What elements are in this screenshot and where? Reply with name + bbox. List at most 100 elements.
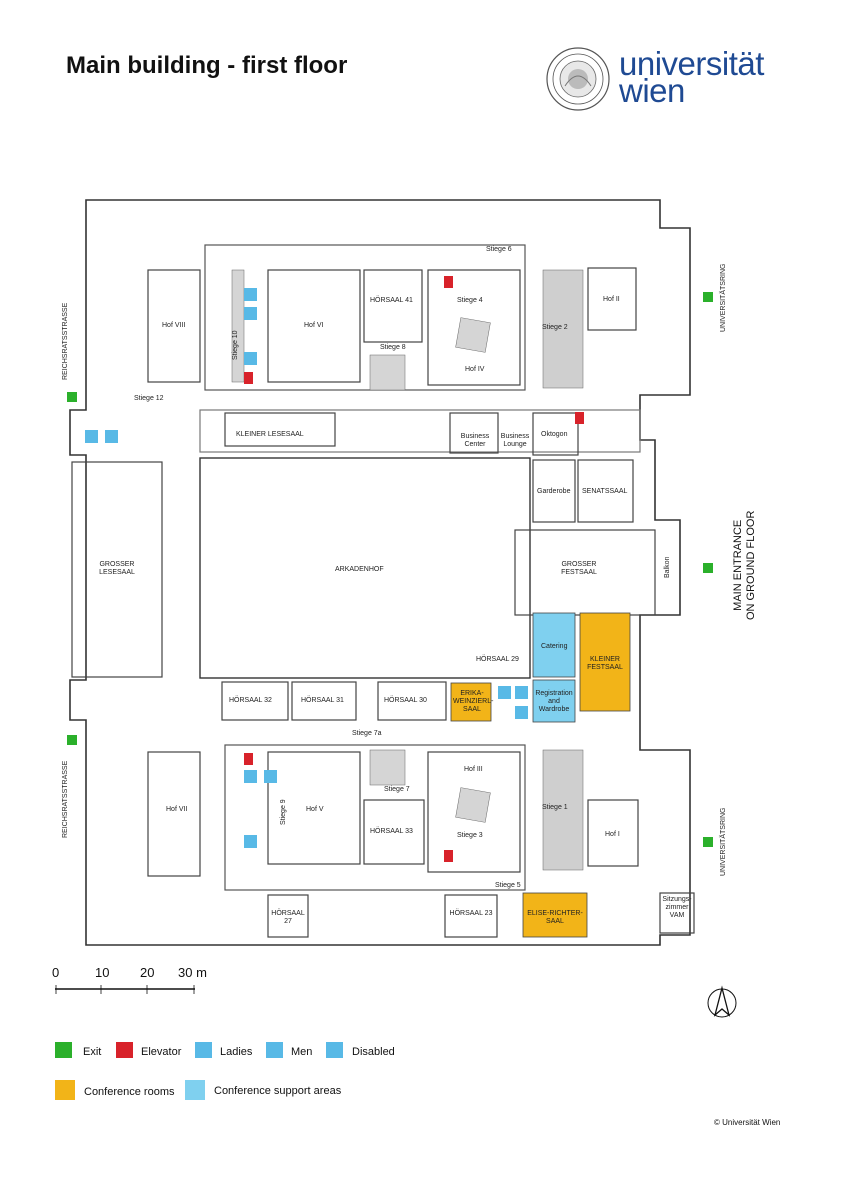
conference-support-areas <box>532 612 576 723</box>
elevator-icon <box>575 412 584 424</box>
ladies-icon <box>85 430 98 443</box>
scale-label-10: 10 <box>95 965 110 980</box>
room-business-center: Business Center <box>460 433 490 448</box>
scale-bar <box>55 985 195 994</box>
conference-rooms <box>450 612 631 938</box>
room-grosser-festsaal: GROSSER FESTSAAL <box>561 561 597 576</box>
street-reichsratsstrasse-south: REICHSRATSSTRASSE <box>62 760 69 838</box>
legend-exit-label: Exit <box>83 1046 102 1058</box>
scale-label-30: 30 m <box>178 965 207 980</box>
room-hof-iv: Hof IV <box>465 366 485 373</box>
scale-label-20: 20 <box>140 965 155 980</box>
room-garderobe: Garderobe <box>537 488 571 495</box>
room-stiege8: Stiege 8 <box>380 344 406 351</box>
room-registration-and-wardrobe: Registration and Wardrobe <box>535 690 573 713</box>
elevator-icon <box>444 276 453 288</box>
room-hoersaal-33: HÖRSAAL 33 <box>370 828 413 835</box>
legend-disabled-label: Disabled <box>352 1046 395 1058</box>
legend-conference-support-swatch <box>185 1080 205 1100</box>
university-logo: universität wien <box>545 46 785 116</box>
logo-text-line2: wien <box>619 72 685 109</box>
room-hoersaal-41: HÖRSAAL 41 <box>370 297 413 304</box>
ladies-icon <box>498 686 511 699</box>
scale-label-0: 0 <box>52 965 60 980</box>
room-stiege12: Stiege 12 <box>134 395 164 402</box>
room-hof-ii: Hof II <box>603 296 620 303</box>
room-business-lounge: Business Lounge <box>500 433 530 448</box>
room-stiege5: Stiege 5 <box>495 882 521 889</box>
room-hoersaal-31: HÖRSAAL 31 <box>301 697 344 704</box>
copyright: © Universität Wien <box>714 1118 781 1127</box>
men-icon <box>515 686 528 699</box>
legend-disabled-icon <box>326 1042 343 1058</box>
room-stiege2: Stiege 2 <box>542 324 568 331</box>
room-hof-i: Hof I <box>605 831 620 838</box>
room-hof-v: Hof V <box>306 806 324 813</box>
exit-icon <box>67 392 77 402</box>
elevator-icon <box>244 372 253 384</box>
legend-men-icon <box>266 1042 283 1058</box>
street-reichsratsstrasse-north: REICHSRATSSTRASSE <box>62 302 69 380</box>
exit-icon <box>703 563 713 573</box>
room-grosser-lesesaal: GROSSER LESESAAL <box>99 561 135 576</box>
disabled-icon <box>244 835 257 848</box>
room-senatssaal: SENATSSAAL <box>582 488 628 495</box>
room-hoersaal-23: HÖRSAAL 23 <box>449 910 493 917</box>
room-stiege9: Stiege 9 <box>280 799 287 825</box>
legend-elevator-icon <box>116 1042 133 1058</box>
exit-icon <box>67 735 77 745</box>
main-entrance-line2: ON GROUND FLOOR <box>745 510 757 620</box>
legend-ladies-icon <box>195 1042 212 1058</box>
room-stiege6: Stiege 6 <box>486 246 512 253</box>
main-entrance-label: MAIN ENTRANCE ON GROUND FLOOR <box>732 511 758 620</box>
men-icon <box>105 430 118 443</box>
legend-elevator-label: Elevator <box>141 1046 182 1058</box>
room-hof-vii: Hof VII <box>166 806 188 813</box>
room-stiege3: Stiege 3 <box>457 832 483 839</box>
elevator-icon <box>244 753 253 765</box>
university-seal-icon <box>546 47 610 111</box>
room-catering: Catering <box>541 643 568 650</box>
men-icon <box>244 307 257 320</box>
logo-text-line1: universität <box>619 45 764 82</box>
room-kleiner-lesesaal: KLEINER LESESAAL <box>236 431 304 438</box>
room-balkon: Balkon <box>664 556 671 578</box>
room-hof-viii: Hof VIII <box>162 322 186 329</box>
room-hof-vi: Hof VI <box>304 322 324 329</box>
exit-icon <box>703 837 713 847</box>
exit-icon <box>703 292 713 302</box>
legend-conference-rooms-label: Conference rooms <box>84 1086 175 1098</box>
room-hoersaal-32: HÖRSAAL 32 <box>229 697 272 704</box>
room-hoersaal-30: HÖRSAAL 30 <box>384 697 427 704</box>
elevator-icon <box>444 850 453 862</box>
room-stiege10: Stiege 10 <box>232 330 239 360</box>
legend-conference-rooms-swatch <box>55 1080 75 1100</box>
room-hoersaal-27: HÖRSAAL 27 <box>271 910 305 925</box>
page-title: Main building - first floor <box>66 52 348 79</box>
ladies-icon <box>244 288 257 301</box>
room-kleiner-festsaal: KLEINER FESTSAAL <box>587 656 623 671</box>
room-sitzungszimmer-vam: Sitzungs-zimmer VAM <box>662 896 692 919</box>
room-elise-richter-saal: ELISE-RICHTER-SAAL <box>527 910 583 925</box>
room-oktogon: Oktogon <box>541 431 568 438</box>
men-icon <box>264 770 277 783</box>
room-hof-iii: Hof III <box>464 766 483 773</box>
room-hoersaal-29: HÖRSAAL 29 <box>476 656 519 663</box>
street-universitaetsring-south: UNIVERSITÄTSRING <box>720 807 727 876</box>
ladies-icon <box>244 770 257 783</box>
disabled-icon <box>515 706 528 719</box>
legend-exit-icon <box>55 1042 72 1058</box>
legend-conference-support-label: Conference support areas <box>214 1085 342 1097</box>
room-erika-weinzierl-saal: ERIKA-WEINZIERL-SAAL <box>453 690 494 713</box>
legend-ladies-label: Ladies <box>220 1046 253 1058</box>
room-stiege4: Stiege 4 <box>457 297 483 304</box>
main-entrance-line1: MAIN ENTRANCE <box>732 519 744 611</box>
disabled-icon <box>244 352 257 365</box>
room-arkadenhof: ARKADENHOF <box>335 566 384 573</box>
legend-men-label: Men <box>291 1046 313 1058</box>
room-stiege7a: Stiege 7a <box>352 730 382 737</box>
room-stiege1: Stiege 1 <box>542 804 568 811</box>
street-universitaetsring-north: UNIVERSITÄTSRING <box>720 263 727 332</box>
north-arrow-icon <box>707 985 737 1018</box>
